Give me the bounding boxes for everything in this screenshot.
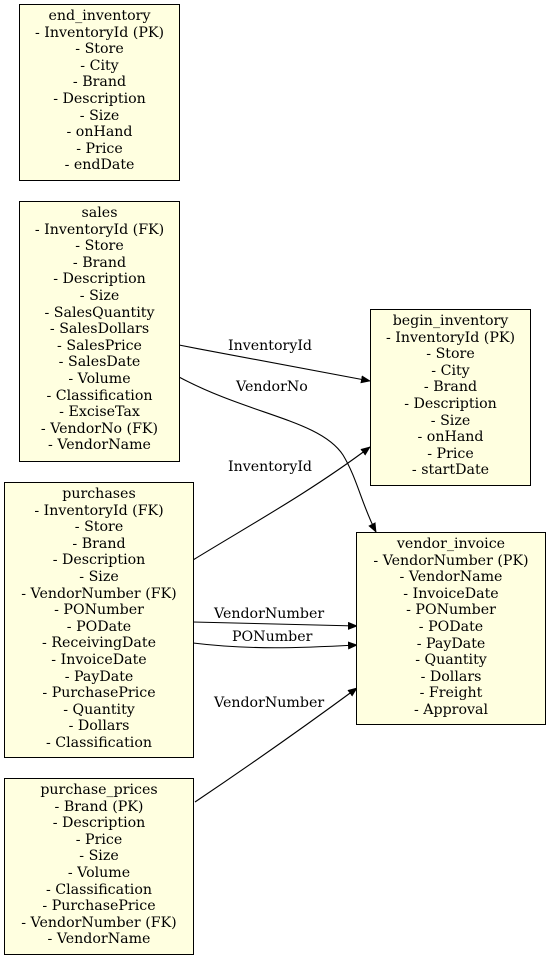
entity-field: - VendorNo (FK) [40, 420, 159, 437]
entity-field: - Description [52, 815, 146, 832]
entity-field: - Store [426, 346, 475, 363]
entity-field: - InventoryId (PK) [34, 24, 165, 41]
edge-label-purchase-prices-vendor-invoice: VendorNumber [213, 695, 324, 711]
entity-field: - ReceivingDate [42, 635, 156, 652]
entity-field: - VendorName [48, 437, 151, 454]
entity-field: - SalesQuantity [44, 304, 155, 321]
entity-field: - VendorNumber (FK) [21, 914, 177, 931]
entity-purchase-prices[interactable]: purchase_prices - Brand (PK) - Descripti… [4, 778, 194, 955]
entity-field: - Size [79, 568, 119, 585]
entity-field: - PONumber [54, 602, 144, 619]
entity-field: - City [80, 57, 119, 74]
entity-field: - Size [79, 848, 119, 865]
entity-field: - Volume [68, 370, 131, 387]
entity-field: - PODate [66, 618, 132, 635]
entity-field: - Brand [72, 74, 127, 91]
entity-field: - Size [430, 412, 471, 429]
edge-label-sales-begin-inventory: InventoryId [228, 338, 312, 354]
entity-begin-inventory[interactable]: begin_inventory - InventoryId (PK) - Sto… [370, 309, 531, 486]
entity-title: vendor_invoice [396, 536, 506, 552]
entity-field: - PayDate [416, 635, 486, 652]
entity-field: - SalesDollars [49, 321, 150, 338]
entity-field: - City [431, 362, 470, 379]
entity-field: - Quantity [63, 701, 135, 718]
entity-field: - Brand [72, 254, 127, 271]
entity-field: - Size [79, 107, 120, 124]
entity-field: - Price [75, 831, 123, 848]
entity-field: - InventoryId (FK) [34, 221, 165, 238]
entity-field: - endDate [64, 157, 135, 174]
edge-label-sales-vendor-invoice: VendorNo [235, 379, 308, 395]
entity-field: - Price [76, 140, 123, 157]
entity-field: - InventoryId (FK) [34, 502, 164, 519]
entity-field: - SalesDate [58, 354, 141, 371]
entity-field: - VendorNumber (FK) [21, 585, 177, 602]
entity-title: purchases [62, 486, 136, 502]
entity-field: - PurchasePrice [42, 898, 156, 915]
entity-field: - Classification [45, 734, 153, 751]
entity-field: - Classification [46, 387, 153, 404]
entity-field: - Quantity [415, 652, 487, 669]
entity-vendor-invoice[interactable]: vendor_invoice - VendorNumber (PK) - Ven… [356, 532, 546, 725]
entity-field: - InvoiceDate [403, 585, 499, 602]
edge-label-purchases-vendor-invoice-vendornumber: VendorNumber [213, 606, 324, 622]
entity-field: - Description [404, 395, 497, 412]
entity-field: - Description [52, 552, 146, 569]
entity-title: begin_inventory [392, 313, 509, 329]
entity-field: - Size [79, 287, 120, 304]
entity-field: - onHand [417, 429, 484, 446]
edge-purchases-begin-inventory [192, 446, 371, 561]
entity-field: - PODate [418, 618, 484, 635]
entity-field: - onHand [66, 124, 133, 141]
entity-field: - startDate [411, 462, 490, 479]
entity-field: - PurchasePrice [42, 685, 156, 702]
entity-field: - Dollars [68, 718, 130, 735]
entity-title: end_inventory [48, 8, 151, 24]
entity-field: - VendorNumber (PK) [373, 552, 529, 569]
entity-title: sales [81, 205, 118, 221]
entity-field: - Brand (PK) [54, 798, 144, 815]
entity-field: - InventoryId (PK) [385, 329, 516, 346]
entity-end-inventory[interactable]: end_inventory - InventoryId (PK) - Store… [19, 4, 180, 181]
entity-field: - Dollars [420, 668, 482, 685]
entity-field: - PayDate [64, 668, 134, 685]
entity-field: - VendorName [47, 931, 151, 948]
edge-purchases-vendor-invoice-ponumber [192, 641, 358, 650]
edge-purchases-vendor-invoice-vendornumber [192, 621, 358, 630]
entity-purchases[interactable]: purchases - InventoryId (FK) - Store - B… [4, 482, 194, 758]
entity-field: - SalesPrice [57, 337, 142, 354]
entity-field: - VendorName [399, 569, 503, 586]
entity-field: - Description [53, 90, 146, 107]
edge-sales-vendor-invoice [178, 376, 377, 533]
entity-field: - Approval [413, 701, 489, 718]
edge-label-purchases-vendor-invoice-ponumber: PONumber [232, 629, 313, 645]
entity-field: - Store [74, 519, 124, 536]
edge-purchase-prices-vendor-invoice [194, 687, 358, 803]
entity-field: - Classification [45, 881, 153, 898]
entity-field: - Store [75, 238, 124, 255]
entity-field: - Brand [72, 535, 126, 552]
entity-field: - Store [75, 41, 124, 58]
entity-field: - Freight [419, 685, 483, 702]
edge-sales-begin-inventory [178, 344, 371, 384]
entity-field: - PONumber [406, 602, 496, 619]
entity-sales[interactable]: sales - InventoryId (FK) - Store - Brand… [19, 201, 180, 462]
entity-field: - Brand [423, 379, 478, 396]
entity-field: - Price [427, 445, 474, 462]
entity-field: - InvoiceDate [51, 651, 147, 668]
entity-field: - Description [53, 271, 146, 288]
entity-field: - Volume [67, 864, 131, 881]
entity-field: - ExciseTax [59, 404, 140, 421]
edge-label-purchases-begin-inventory: InventoryId [228, 459, 312, 475]
entity-title: purchase_prices [40, 782, 158, 798]
